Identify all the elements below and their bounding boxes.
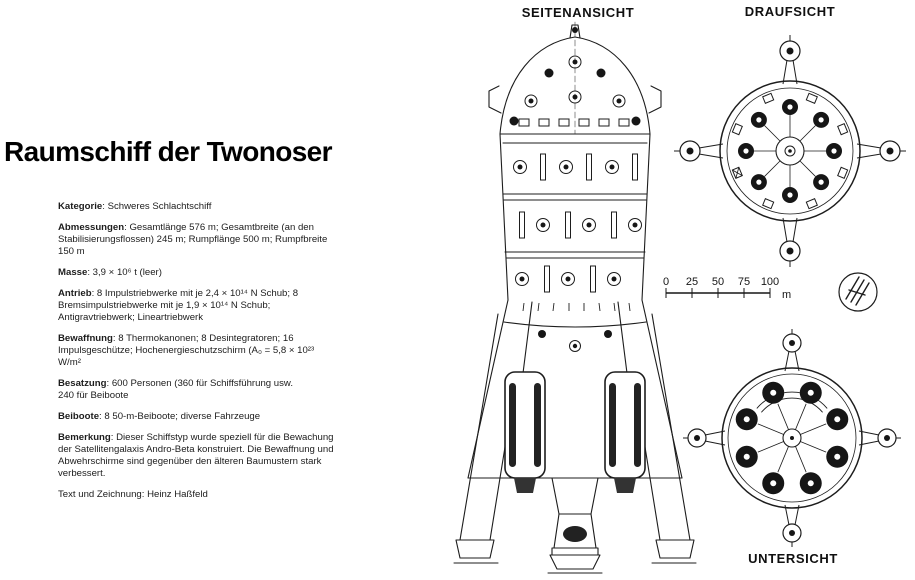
spec-label: Besatzung: [58, 377, 107, 389]
top-view-hatches: [731, 92, 849, 210]
spec-label: Kategorie: [58, 201, 103, 212]
spec-text: : 8 50-m-Beiboote; diverse Fahrzeuge: [99, 410, 261, 422]
spec-label: Abmessungen: [58, 221, 125, 233]
spec-text: : Schweres Schlachtschiff: [102, 201, 212, 212]
hull-outline: [453, 21, 697, 574]
scale-bar-labels: 0 25 50 75 100 m: [663, 276, 791, 301]
hull-dark-details: [509, 27, 641, 349]
spec-row-bemerkung: Bemerkung: Dieser Schiffstyp wurde spezi…: [58, 432, 337, 480]
skirt-ticks: [522, 302, 631, 312]
top-view-hatch-x: [731, 166, 743, 179]
spec-row-kategorie: Kategorie: Schweres Schlachtschiff: [58, 201, 337, 213]
scale-tick-label: 50: [712, 276, 724, 288]
spec-row-bewaffnung: Bewaffnung: 8 Thermokanonen; 8 Desintegr…: [58, 333, 337, 369]
spec-text: : 8 Impulstriebwerke mit je 2,4 × 10¹⁴ N…: [58, 287, 301, 323]
spec-label: Beiboote: [58, 410, 100, 422]
spec-text: : Dieser Schiffstyp wurde speziell für d…: [58, 431, 337, 479]
spec-label: Antrieb: [58, 287, 92, 299]
spec-text: : 8 Thermokanonen; 8 Desintegratoren; 16…: [58, 332, 317, 368]
spec-text: : Gesamtlänge 576 m; Gesamtbreite (an de…: [58, 221, 330, 257]
spec-text: : 600 Personen (360 für Schiffsführung u…: [58, 377, 293, 401]
side-view-label: SEITENANSICHT: [521, 5, 635, 20]
scale-bar-line: [665, 288, 771, 298]
side-view-drawing: [453, 21, 697, 574]
bottom-view-hull: [721, 367, 863, 509]
spec-row-masse: Masse: 3,9 × 10⁶ t (leer): [58, 267, 337, 279]
scale-unit-label: m: [782, 289, 791, 301]
top-view-label: DRAUFSICHT: [744, 4, 836, 19]
scale-tick-label: 75: [738, 276, 750, 288]
credit-line: Text und Zeichnung: Heinz Haßfeld: [58, 488, 208, 500]
page-title: Raumschiff der Twonoser: [4, 136, 333, 167]
spec-label: Bewaffnung: [58, 332, 113, 344]
artist-monogram: [838, 272, 878, 312]
hull-portholes: [513, 55, 642, 352]
scale-tick-label: 0: [663, 276, 669, 288]
spec-row-besatzung: Besatzung: 600 Personen (360 für Schiffs…: [58, 378, 337, 402]
spec-text: : 3,9 × 10⁶ t (leer): [87, 266, 162, 278]
scale-tick-label: 25: [686, 276, 698, 288]
monogram-strokes: [845, 276, 870, 306]
scale-tick-label: 100: [761, 276, 779, 288]
spec-label: Masse: [58, 266, 88, 278]
main-nozzle: [563, 526, 587, 542]
top-view-drawing: [673, 34, 907, 268]
spec-label: Bemerkung: [58, 431, 111, 443]
bottom-view-label: UNTERSICHT: [748, 551, 838, 566]
spec-row-abmessungen: Abmessungen: Gesamtlänge 576 m; Gesamtbr…: [58, 222, 337, 258]
scale-bar: 0 25 50 75 100 m: [663, 276, 791, 301]
bottom-view-drawing: [682, 328, 902, 548]
spec-row-antrieb: Antrieb: 8 Impulstriebwerke mit je 2,4 ×…: [58, 288, 337, 324]
engine-pods: [504, 371, 646, 493]
spec-list: Kategorie: Schweres Schlachtschiff Abmes…: [58, 201, 337, 510]
spec-row-beiboote: Beiboote: 8 50-m-Beiboote; diverse Fahrz…: [58, 411, 337, 423]
